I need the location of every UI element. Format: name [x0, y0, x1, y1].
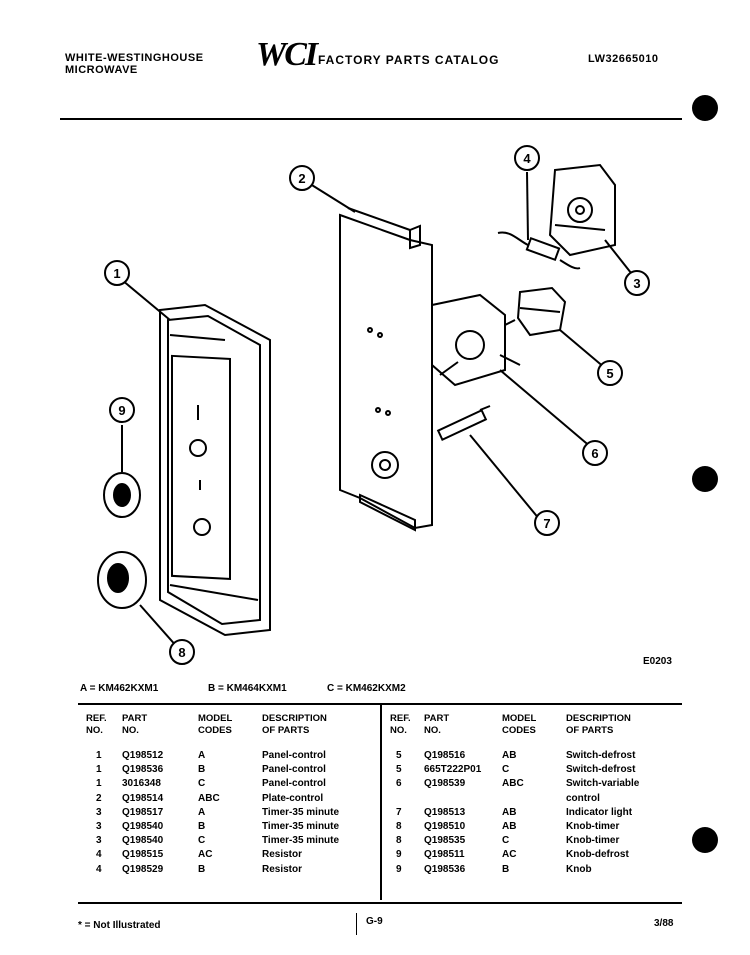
col-ref-no: REF.NO.	[86, 713, 107, 736]
wci-logo: WCI	[256, 36, 318, 73]
table-row: control	[566, 792, 600, 804]
variable-switch-part	[431, 293, 521, 387]
indicator-light-part	[436, 405, 491, 442]
parts-table-frame	[78, 703, 682, 904]
model-c: C = KM462KXM2	[327, 683, 406, 694]
defrost-knob-part	[103, 472, 141, 518]
exploded-parts-diagram: 1 2 3 4 5 6 7 8 9	[97, 145, 650, 665]
brand-block: WHITE-WESTINGHOUSE MICROWAVE	[65, 52, 204, 76]
catalog-number: LW32665010	[588, 53, 659, 65]
binder-hole-middle	[692, 466, 718, 492]
model-a: A = KM462KXM1	[80, 683, 159, 694]
callout-7: 7	[543, 516, 550, 531]
timer-knob-part	[97, 551, 147, 609]
not-illustrated-note: * = Not Illustrated	[78, 920, 161, 931]
header-rule	[60, 118, 682, 120]
resistor-part	[497, 231, 581, 270]
timer-part	[548, 163, 616, 257]
defrost-switch-part	[504, 286, 567, 337]
callout-3: 3	[633, 276, 640, 291]
binder-hole-top	[692, 95, 718, 121]
page-number: G-9	[366, 916, 383, 927]
control-panel-part	[159, 303, 271, 637]
callout-2: 2	[298, 171, 305, 186]
diagram-code: E0203	[643, 656, 672, 667]
table-divider	[380, 705, 382, 900]
callout-4: 4	[523, 151, 531, 166]
col-ref-no: REF.NO.	[390, 713, 411, 736]
product-line: MICROWAVE	[65, 64, 138, 76]
brand-name: WHITE-WESTINGHOUSE	[65, 52, 204, 64]
callout-8: 8	[178, 645, 185, 660]
callout-6: 6	[591, 446, 598, 461]
binder-hole-bottom	[692, 827, 718, 853]
footer-tick	[356, 913, 357, 935]
callout-1: 1	[113, 266, 120, 281]
catalog-title: FACTORY PARTS CATALOG	[318, 53, 500, 67]
callout-5: 5	[606, 366, 613, 381]
callout-9: 9	[118, 403, 125, 418]
model-b: B = KM464KXM1	[208, 683, 287, 694]
revision-date: 3/88	[654, 918, 674, 929]
control-plate-part	[339, 207, 433, 532]
